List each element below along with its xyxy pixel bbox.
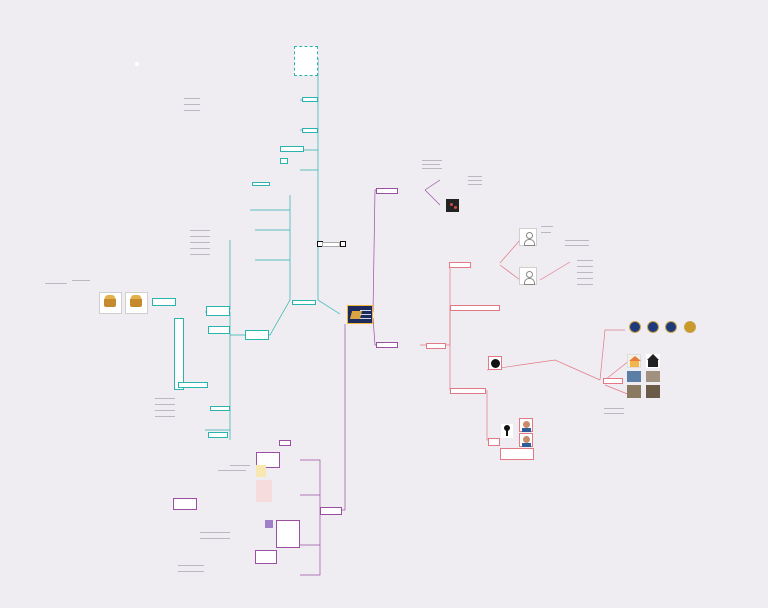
treasure-thumbnail[interactable] — [125, 292, 148, 314]
selected-topic-node[interactable] — [322, 242, 340, 247]
teal-topic-node[interactable] — [208, 432, 228, 438]
dark-image[interactable] — [446, 199, 459, 212]
node-text-line — [422, 168, 442, 169]
person-outline-icon[interactable] — [519, 228, 537, 246]
node-text-line — [155, 398, 175, 399]
purple-topic-node[interactable] — [279, 440, 291, 446]
teal-topic-node[interactable] — [302, 128, 318, 133]
teal-topic-node[interactable] — [252, 182, 270, 186]
node-text-line — [155, 410, 175, 411]
node-text-line — [422, 164, 440, 165]
teal-topic-node[interactable] — [152, 298, 176, 306]
node-text-line — [422, 160, 442, 161]
planet-icon[interactable] — [629, 321, 641, 333]
node-text-line — [45, 283, 67, 284]
red-topic-node[interactable] — [500, 448, 534, 460]
teal-topic-node[interactable] — [292, 300, 316, 305]
node-text-line — [190, 230, 210, 231]
red-topic-node[interactable] — [488, 438, 500, 446]
purple-topic-node[interactable] — [256, 452, 280, 468]
teal-small-node[interactable] — [280, 158, 288, 164]
selection-handle-right[interactable] — [340, 241, 346, 247]
red-topic-node[interactable] — [603, 378, 623, 384]
purple-topic-node[interactable] — [276, 520, 300, 548]
silhouette-icon[interactable] — [488, 356, 502, 370]
canvas-cursor-dot — [135, 62, 139, 66]
treasure-thumbnail[interactable] — [99, 292, 122, 314]
purple-topic-node[interactable] — [173, 498, 197, 510]
teal-topic-node[interactable] — [245, 330, 269, 340]
treasure-chest-icon — [104, 295, 116, 307]
planet-icon[interactable] — [647, 321, 659, 333]
node-text-line — [184, 98, 200, 99]
title-stripe — [360, 318, 371, 319]
teal-note-node[interactable] — [294, 46, 318, 76]
node-text-line — [178, 571, 204, 572]
node-text-line — [184, 104, 200, 105]
node-text-line — [72, 280, 90, 281]
candle-image[interactable] — [256, 465, 266, 477]
red-topic-node[interactable] — [426, 343, 446, 349]
teal-topic-node[interactable] — [208, 326, 230, 334]
pencil-icon[interactable] — [265, 520, 273, 528]
node-text-line — [577, 278, 593, 279]
node-text-line — [577, 284, 593, 285]
teal-list-node[interactable] — [174, 318, 184, 390]
purple-topic-node[interactable] — [376, 342, 398, 348]
planet-icon[interactable] — [684, 321, 696, 333]
teal-topic-node[interactable] — [206, 306, 230, 316]
node-text-line — [565, 240, 589, 241]
node-text-line — [200, 538, 230, 539]
teal-topic-node[interactable] — [210, 406, 230, 411]
photo-image[interactable] — [627, 371, 641, 382]
purple-topic-node[interactable] — [255, 550, 277, 564]
node-text-line — [178, 565, 204, 566]
node-text-line — [577, 272, 593, 273]
red-topic-node[interactable] — [450, 305, 500, 311]
node-text-line — [190, 248, 210, 249]
portrait-icon[interactable] — [519, 418, 533, 432]
node-text-line — [565, 245, 589, 246]
person-outline-icon[interactable] — [519, 267, 537, 285]
node-text-line — [577, 266, 593, 267]
node-text-line — [577, 260, 593, 261]
node-text-line — [468, 176, 482, 177]
node-text-line — [218, 470, 246, 471]
teal-topic-node[interactable] — [178, 382, 208, 388]
photo-image[interactable] — [627, 385, 641, 398]
house-icon[interactable] — [646, 354, 660, 368]
central-topic-node[interactable] — [347, 305, 373, 324]
title-stripe — [360, 314, 371, 315]
node-text-line — [230, 465, 250, 466]
treasure-chest-icon — [130, 295, 142, 307]
title-stripe — [360, 310, 371, 311]
teal-topic-node[interactable] — [302, 97, 318, 102]
node-text-line — [468, 180, 482, 181]
red-topic-node[interactable] — [449, 262, 471, 268]
node-text-line — [190, 236, 210, 237]
node-text-line — [468, 184, 482, 185]
node-text-line — [604, 413, 624, 414]
teal-topic-node[interactable] — [280, 146, 304, 152]
node-text-line — [155, 404, 175, 405]
node-text-line — [200, 532, 230, 533]
node-text-line — [604, 408, 624, 409]
node-text-line — [541, 232, 551, 233]
photo-image[interactable] — [646, 371, 660, 382]
node-text-line — [184, 110, 200, 111]
node-text-line — [190, 242, 210, 243]
portrait-icon[interactable] — [519, 433, 533, 447]
node-text-line — [541, 226, 553, 227]
node-text-line — [190, 254, 210, 255]
node-text-line — [155, 416, 175, 417]
silhouette-icon[interactable] — [501, 424, 513, 438]
purple-topic-node[interactable] — [376, 188, 398, 194]
purple-topic-node[interactable] — [320, 507, 342, 515]
red-topic-node[interactable] — [450, 388, 486, 394]
planet-icon[interactable] — [665, 321, 677, 333]
house-icon[interactable] — [627, 354, 641, 368]
rockets-image[interactable] — [256, 480, 272, 502]
photo-image[interactable] — [646, 385, 660, 398]
